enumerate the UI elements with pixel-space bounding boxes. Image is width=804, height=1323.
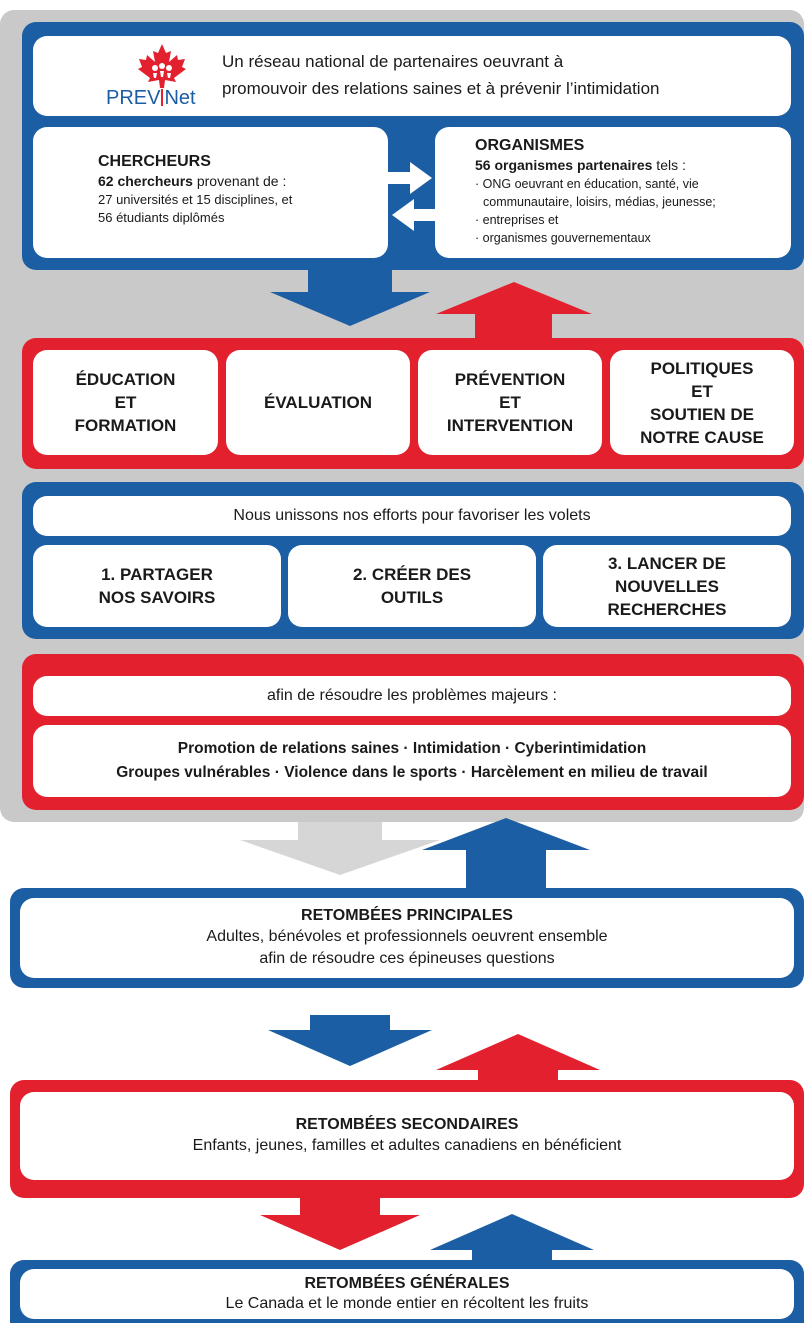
- researchers-count-rest: provenant de :: [192, 173, 287, 189]
- up-arrow-icon: [430, 1214, 594, 1262]
- effort-label: 3. LANCER DE NOUVELLES RECHERCHES: [607, 553, 727, 619]
- effort-label: 2. CRÉER DES OUTILS: [352, 565, 472, 607]
- researchers-line-2: 56 étudiants diplômés: [98, 210, 225, 225]
- down-arrow-icon: [240, 822, 440, 875]
- pillar-box: ÉDUCATION ET FORMATION: [33, 350, 218, 455]
- organizations-item: · entreprises et: [475, 213, 559, 227]
- researchers-title: CHERCHEURS: [98, 153, 211, 170]
- organizations-count: 56 organismes partenaires: [475, 157, 653, 173]
- maple-leaf-icon: [138, 44, 186, 88]
- pillar-label: POLITIQUES ET SOUTIEN DE NOTRE CAUSE: [640, 358, 764, 447]
- outcome-line-2: afin de résoudre ces épineuses questions: [259, 950, 555, 967]
- outcome-line-1: Le Canada et le monde entier en récolten…: [225, 1295, 589, 1312]
- outcome-title: RETOMBÉES GÉNÉRALES: [304, 1275, 510, 1292]
- organizations-count-rest: tels :: [652, 157, 686, 173]
- effort-label: 1. PARTAGER NOS SAVOIRS: [98, 565, 216, 607]
- problems-intro-box: afin de résoudre les problèmes majeurs :: [33, 676, 791, 716]
- header-line-1: Un réseau national de partenaires oeuvra…: [222, 52, 564, 71]
- organizations-item: · ONG oeuvrant en éducation, santé, vie: [475, 177, 699, 191]
- organizations-item: communautaire, loisirs, médias, jeunesse…: [483, 195, 716, 209]
- problems-line-2: Groupes vulnérables · Violence dans le s…: [116, 764, 708, 781]
- researchers-box: [33, 127, 388, 258]
- header-line-2: promouvoir des relations saines et à pré…: [222, 79, 660, 98]
- down-arrow-icon: [268, 1015, 432, 1066]
- efforts-intro: Nous unissons nos efforts pour favoriser…: [233, 507, 591, 524]
- secondary-outcomes-box: RETOMBÉES SECONDAIRES Enfants, jeunes, f…: [20, 1092, 794, 1180]
- effort-box: 2. CRÉER DES OUTILS: [288, 545, 536, 627]
- down-arrow-icon: [260, 1198, 420, 1250]
- organizations-title: ORGANISMES: [475, 137, 585, 154]
- pillar-label: ÉDUCATION ET FORMATION: [74, 370, 177, 435]
- up-arrow-icon: [436, 1034, 600, 1082]
- logo-prefix: PREV: [106, 87, 161, 109]
- researchers-line-1: 27 universités et 15 disciplines, et: [98, 192, 293, 207]
- researchers-count: 62 chercheurs: [98, 173, 193, 189]
- pillar-box: ÉVALUATION: [226, 350, 410, 455]
- up-arrow-icon: [422, 818, 590, 888]
- outcome-title: RETOMBÉES PRINCIPALES: [301, 907, 513, 924]
- outcome-title: RETOMBÉES SECONDAIRES: [295, 1116, 519, 1133]
- general-outcomes-box: RETOMBÉES GÉNÉRALES Le Canada et le mond…: [20, 1269, 794, 1319]
- effort-box: 1. PARTAGER NOS SAVOIRS: [33, 545, 281, 627]
- problems-line-1: Promotion de relations saines · Intimida…: [177, 740, 647, 757]
- efforts-intro-box: Nous unissons nos efforts pour favoriser…: [33, 496, 791, 536]
- pillar-box: PRÉVENTION ET INTERVENTION: [418, 350, 602, 455]
- pillar-label: ÉVALUATION: [264, 393, 372, 412]
- outcome-line-1: Adultes, bénévoles et professionnels oeu…: [206, 928, 608, 945]
- problems-list-box: Promotion de relations saines · Intimida…: [33, 725, 791, 797]
- effort-box: 3. LANCER DE NOUVELLES RECHERCHES: [543, 545, 791, 627]
- outcome-line-1: Enfants, jeunes, familles et adultes can…: [192, 1137, 622, 1154]
- logo-suffix: Net: [164, 87, 196, 109]
- problems-intro: afin de résoudre les problèmes majeurs :: [267, 687, 557, 704]
- pillar-label: PRÉVENTION ET INTERVENTION: [446, 370, 574, 435]
- pillar-box: POLITIQUES ET SOUTIEN DE NOTRE CAUSE: [610, 350, 794, 455]
- primary-outcomes-box: RETOMBÉES PRINCIPALES Adultes, bénévoles…: [20, 898, 794, 978]
- organizations-box: [435, 127, 791, 258]
- organizations-item: · organismes gouvernementaux: [475, 231, 651, 245]
